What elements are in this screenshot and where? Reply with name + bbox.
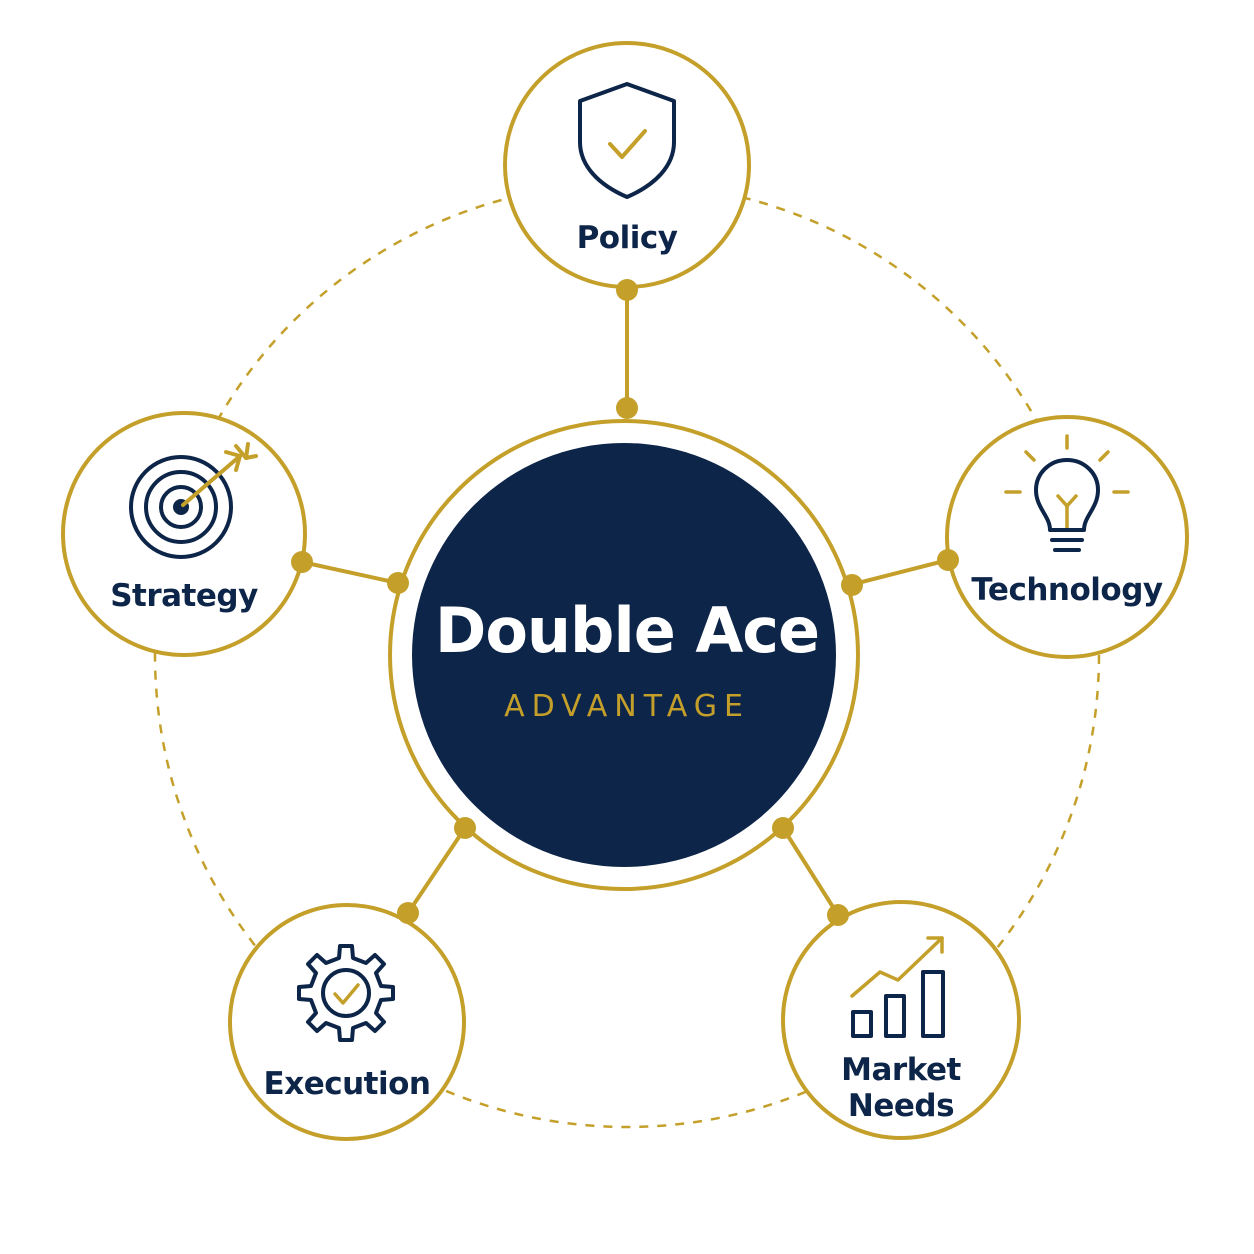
node-policy-label: Policy [577,220,678,256]
connector-dots [291,279,959,926]
node-execution-label: Execution [264,1066,431,1102]
node-market-needs[interactable]: Market Needs [781,900,1021,1140]
center-title: Double Ace [435,594,819,667]
node-strategy-circle [61,411,307,657]
connector-strategy [301,560,399,585]
bar-chart-growth-icon [850,936,945,1038]
node-policy[interactable]: Policy [503,41,751,289]
dot-strategy-outer [291,551,313,573]
dot-policy-inner [616,397,638,419]
center-hub: Double Ace ADVANTAGE [388,419,860,891]
dot-market-outer [827,904,849,926]
dot-market-inner [772,817,794,839]
gear-check-icon [297,944,395,1042]
node-market-needs-label-line1: Market [841,1052,961,1088]
node-execution[interactable]: Execution [228,903,466,1141]
node-technology[interactable]: Technology [945,415,1189,659]
node-strategy[interactable]: Strategy [61,411,307,657]
node-technology-label: Technology [971,572,1162,608]
connector-execution [406,826,467,915]
node-technology-circle [945,415,1189,659]
connector-technology [849,558,949,587]
lightbulb-icon [1004,434,1130,552]
center-subtitle: ADVANTAGE [504,689,750,724]
dot-strategy-inner [387,572,409,594]
center-hub-disc [412,443,836,867]
connector-market [781,826,840,917]
dot-execution-outer [397,902,419,924]
node-execution-circle [228,903,466,1141]
dot-policy-outer [616,279,638,301]
dot-execution-inner [454,817,476,839]
dot-technology-outer [937,549,959,571]
target-arrow-icon [129,442,258,559]
shield-check-icon [578,82,676,199]
dot-technology-inner [841,574,863,596]
node-market-needs-circle [781,900,1021,1140]
node-strategy-label: Strategy [110,578,258,614]
outer-dashed-orbit [153,181,1101,1129]
connectors [301,290,949,917]
node-market-needs-label-line2: Needs [848,1088,954,1124]
